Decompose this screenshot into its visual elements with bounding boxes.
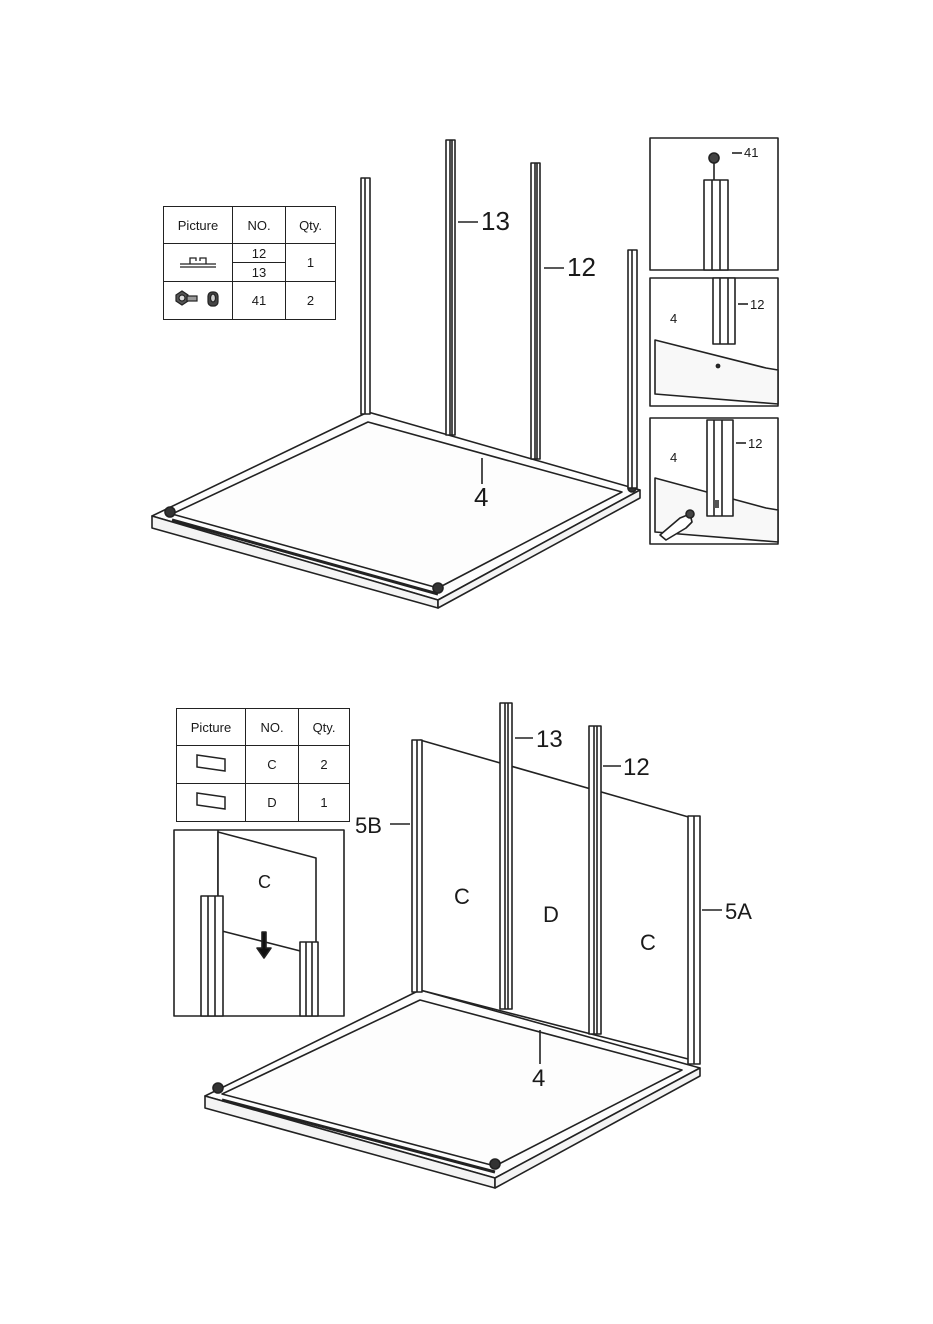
col-qty: Qty.	[299, 709, 350, 746]
detail-middle-label-4: 4	[670, 311, 677, 326]
step1-post-13	[446, 140, 455, 435]
step2-post-13	[500, 703, 512, 1009]
step2-post-5a	[688, 816, 700, 1064]
qty-cell: 2	[299, 746, 350, 784]
part-no-12: 12	[233, 244, 285, 263]
col-picture: Picture	[164, 207, 233, 244]
step1-parts-table: Picture NO. Qty. 12 13 1	[163, 206, 336, 320]
part-no-13: 13	[233, 263, 285, 282]
step2-label-13: 13	[536, 726, 563, 753]
panel-icon	[177, 746, 246, 784]
profile-icon	[164, 244, 233, 282]
step1-base-frame	[152, 412, 640, 608]
step2-post-5b	[412, 740, 422, 992]
step1-label-12: 12	[567, 252, 596, 282]
detail-bottom-label-4: 4	[670, 450, 677, 465]
step2-label-5a: 5A	[725, 899, 752, 924]
col-no: NO.	[246, 709, 299, 746]
col-picture: Picture	[177, 709, 246, 746]
detail-box-top	[650, 138, 778, 270]
qty-cell: 2	[286, 282, 336, 320]
detail-middle-label-12: 12	[750, 297, 764, 312]
detail-top-label-41: 41	[744, 145, 758, 160]
qty-cell: 1	[286, 244, 336, 282]
detail-bottom-label-12: 12	[748, 436, 762, 451]
detail-panel-label: C	[258, 872, 271, 892]
step1-label-13: 13	[481, 206, 510, 236]
step2-label-12: 12	[623, 754, 650, 781]
bolt-nut-icon	[164, 282, 233, 320]
step2-label-5b: 5B	[355, 813, 382, 838]
detail-box-panel-insert	[174, 830, 344, 1016]
panel-label-right: C	[640, 930, 656, 955]
step2-parts-table: Picture NO. Qty. C 2 D 1	[176, 708, 350, 822]
step1-corner-post-right	[628, 250, 637, 488]
part-no-c: C	[246, 746, 299, 784]
col-no: NO.	[233, 207, 286, 244]
step1-label-4: 4	[474, 482, 488, 512]
part-no-41: 41	[233, 282, 286, 320]
step2-post-12	[589, 726, 601, 1034]
step1-post-12	[531, 163, 540, 459]
panel-label-middle: D	[543, 902, 559, 927]
part-no-d: D	[246, 784, 299, 822]
step1-corner-post-left	[361, 178, 370, 414]
qty-cell: 1	[299, 784, 350, 822]
col-qty: Qty.	[286, 207, 336, 244]
panel-label-left: C	[454, 884, 470, 909]
panel-icon	[177, 784, 246, 822]
step2-label-4: 4	[532, 1065, 545, 1092]
